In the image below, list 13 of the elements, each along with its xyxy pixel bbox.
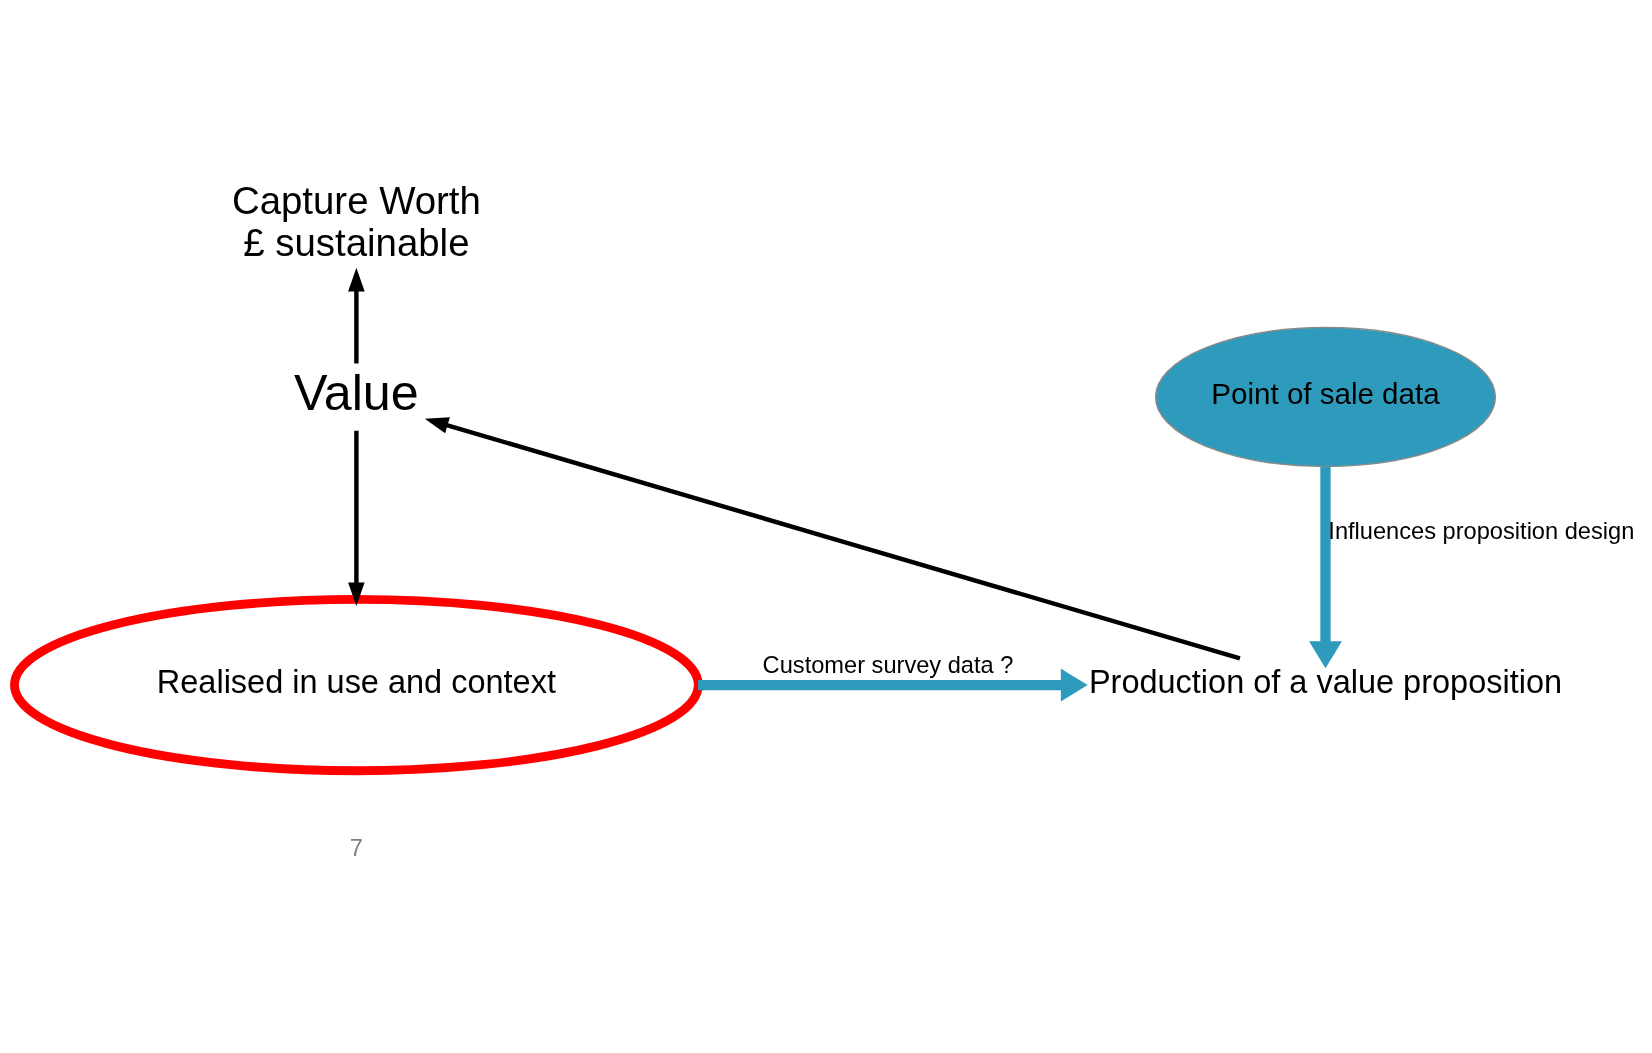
node-ellipse: Point of sale data <box>1154 326 1497 467</box>
edge-label: Customer survey data ? <box>762 651 1014 678</box>
label: 7 <box>349 834 363 861</box>
arrow <box>348 430 365 606</box>
edge-label: Influences proposition design <box>1328 517 1635 544</box>
arrow <box>424 416 1241 661</box>
arrow <box>698 668 1088 702</box>
arrow <box>348 267 365 363</box>
arrow <box>1309 466 1342 668</box>
node-ellipse: Realised in use and context <box>10 594 703 775</box>
node-text: Capture Worth £ sustainable <box>231 178 481 264</box>
node-text: Production of a value proposition <box>1088 663 1563 700</box>
node-text: Value <box>294 364 419 421</box>
